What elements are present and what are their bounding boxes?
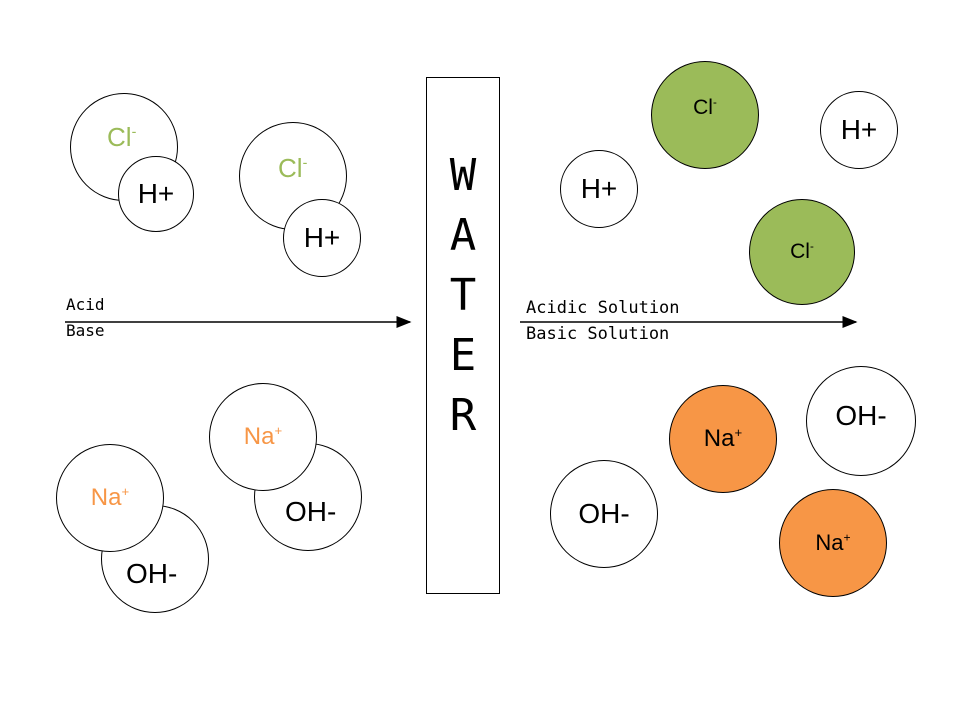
oh-ion-label: OH-	[835, 400, 887, 431]
right-labels: Acidic Solution Basic Solution	[526, 295, 680, 347]
water-letter: E	[449, 330, 477, 381]
label-acidic-solution: Acidic Solution	[526, 298, 680, 318]
oh-ion-right-2: OH-	[550, 460, 658, 568]
water-letter: A	[449, 210, 477, 261]
h-ion-label: H+	[137, 178, 175, 209]
label-basic-solution: Basic Solution	[526, 324, 670, 344]
na-ion-label: Na+	[90, 484, 130, 511]
na-ion-label: Na+	[815, 530, 851, 555]
left-labels: Acid Base	[66, 292, 105, 344]
oh-ion-label: OH-	[285, 496, 337, 527]
water-box: W A T E R	[426, 77, 500, 594]
na-ion-label: Na+	[703, 425, 743, 452]
label-acid: Acid	[66, 295, 105, 314]
h-ion-right-2: H+	[560, 150, 638, 228]
h-ion-left-2: H+	[283, 199, 361, 277]
water-letter: T	[449, 270, 477, 321]
oh-ion-right-1: OH-	[806, 366, 916, 476]
na-ion-right-1: Na+	[669, 385, 777, 493]
cl-ion-right-2: Cl-	[749, 199, 855, 305]
water-letter: W	[449, 150, 477, 201]
na-ion-left-1: Na+	[56, 444, 164, 552]
cl-ion-label: Cl-	[693, 96, 717, 119]
h-ion-label: H+	[303, 222, 341, 253]
h-ion-label: H+	[840, 114, 878, 145]
cl-ion-right-1: Cl-	[651, 61, 759, 169]
cl-ion-label: Cl-	[790, 240, 814, 263]
na-ion-left-2: Na+	[209, 383, 317, 491]
water-letter: R	[449, 390, 477, 441]
label-base: Base	[66, 321, 105, 340]
na-ion-label: Na+	[243, 423, 283, 450]
cl-ion-label: Cl-	[107, 122, 137, 152]
na-ion-right-2: Na+	[779, 489, 887, 597]
cl-ion-label: Cl-	[278, 153, 308, 183]
oh-ion-label: OH-	[578, 498, 630, 529]
oh-ion-label: OH-	[126, 558, 178, 589]
h-ion-right-1: H+	[820, 91, 898, 169]
h-ion-label: H+	[580, 173, 618, 204]
h-ion-left-1: H+	[118, 156, 194, 232]
